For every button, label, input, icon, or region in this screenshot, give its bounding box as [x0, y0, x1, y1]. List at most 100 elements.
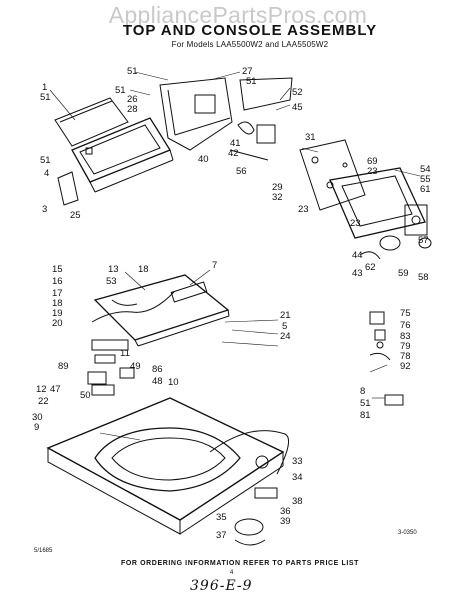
- callout: 3: [42, 204, 47, 215]
- handwritten-note: 396-E-9: [190, 578, 253, 594]
- callout: 25: [70, 210, 81, 221]
- leader-lines: [49, 71, 421, 441]
- callout: 38: [292, 496, 303, 507]
- callout: 57: [418, 235, 429, 246]
- callout: 51: [40, 155, 51, 166]
- lid-switch-parts: [234, 455, 278, 546]
- callout: 40: [198, 154, 209, 165]
- callout: 47: [50, 384, 61, 395]
- callout: 50: [80, 390, 91, 401]
- diagram-subtitle: For Models LAA5500W2 and LAA5505W2: [171, 40, 329, 49]
- callout: 49: [130, 361, 141, 372]
- callout: 59: [398, 268, 409, 279]
- callout: 76: [400, 320, 411, 331]
- callout: 41: [230, 138, 241, 149]
- page-number: 4: [230, 570, 234, 576]
- right-small-parts: [369, 311, 404, 406]
- callout: 27: [242, 66, 253, 77]
- callout: 23: [350, 218, 361, 229]
- watermark: AppliancePartsPros.com: [108, 2, 368, 28]
- callout: 51: [115, 85, 126, 96]
- callout: 4: [44, 168, 49, 179]
- callout: 24: [280, 331, 291, 342]
- drawing-code-left: 5/1685: [34, 548, 53, 554]
- callout: 22: [38, 396, 49, 407]
- callout: 83: [400, 331, 411, 342]
- knob-assembly: [359, 235, 432, 260]
- callout: 18: [52, 298, 63, 309]
- callout: 61: [420, 184, 431, 195]
- lid-hinge-wire: [91, 291, 175, 323]
- lid-cover: [93, 274, 230, 347]
- callout: 43: [352, 268, 363, 279]
- callout: 20: [52, 318, 63, 329]
- callout: 53: [106, 276, 117, 287]
- callout: 42: [228, 148, 239, 159]
- callout: 5: [282, 321, 287, 332]
- callout: 8: [360, 386, 365, 397]
- side-bracket-left: [57, 171, 79, 206]
- callout: 75: [400, 308, 411, 319]
- console-rear-cover: [239, 77, 293, 111]
- callout: 51: [360, 398, 371, 409]
- console-back-panel: [54, 97, 129, 147]
- callout: 51: [246, 76, 257, 87]
- ordering-note: FOR ORDERING INFORMATION REFER TO PARTS …: [120, 560, 360, 567]
- callout: 17: [52, 288, 63, 299]
- callout: 48: [152, 376, 163, 387]
- callout: 19: [52, 308, 63, 319]
- callout: 39: [280, 516, 291, 527]
- callout: 35: [216, 512, 227, 523]
- callout: 62: [365, 262, 376, 273]
- washer-top: [46, 397, 285, 535]
- callout: 1: [42, 82, 47, 93]
- callout: 81: [360, 410, 371, 421]
- console-control-panel: [71, 117, 174, 193]
- callout: 45: [292, 102, 303, 113]
- callout: 23: [298, 204, 309, 215]
- hinge-cable: [209, 430, 290, 475]
- callout: 16: [52, 276, 63, 287]
- switch-bracket: [404, 204, 428, 236]
- window-frame: [329, 167, 426, 239]
- callout: 12: [36, 384, 47, 395]
- callout: 36: [280, 506, 291, 517]
- callout: 28: [127, 104, 138, 115]
- callout: 79: [400, 341, 411, 352]
- callout: 21: [280, 310, 291, 321]
- callout: 9: [34, 422, 39, 433]
- callout: 51: [40, 92, 51, 103]
- callout: 44: [352, 250, 363, 261]
- callout: 18: [138, 264, 149, 275]
- callout: 33: [292, 456, 303, 467]
- callout: 58: [418, 272, 429, 283]
- callout: 7: [212, 260, 217, 271]
- callout: 56: [236, 166, 247, 177]
- callout: 32: [272, 192, 283, 203]
- callout: 51: [127, 66, 138, 77]
- callout: 52: [292, 87, 303, 98]
- callout: 31: [305, 132, 316, 143]
- callout: 29: [272, 182, 283, 193]
- callout: 37: [216, 530, 227, 541]
- diagram-title: TOP AND CONSOLE ASSEMBLY: [122, 22, 378, 39]
- callout: 15: [52, 264, 63, 275]
- callout: 92: [400, 361, 411, 372]
- drawing-code-right: 3-0350: [398, 530, 417, 536]
- callout: 55: [420, 174, 431, 185]
- callout: 86: [152, 364, 163, 375]
- timer-motor: [229, 121, 276, 161]
- callout: 11: [120, 348, 130, 359]
- callout: 78: [400, 351, 411, 362]
- callout: 30: [32, 412, 43, 423]
- control-plate: [299, 139, 366, 211]
- small-parts-cluster: [87, 339, 135, 396]
- callout: 23: [367, 166, 378, 177]
- callout: 13: [108, 264, 119, 275]
- callout: 89: [58, 361, 69, 372]
- callout: 26: [127, 94, 138, 105]
- callout: 69: [367, 156, 378, 167]
